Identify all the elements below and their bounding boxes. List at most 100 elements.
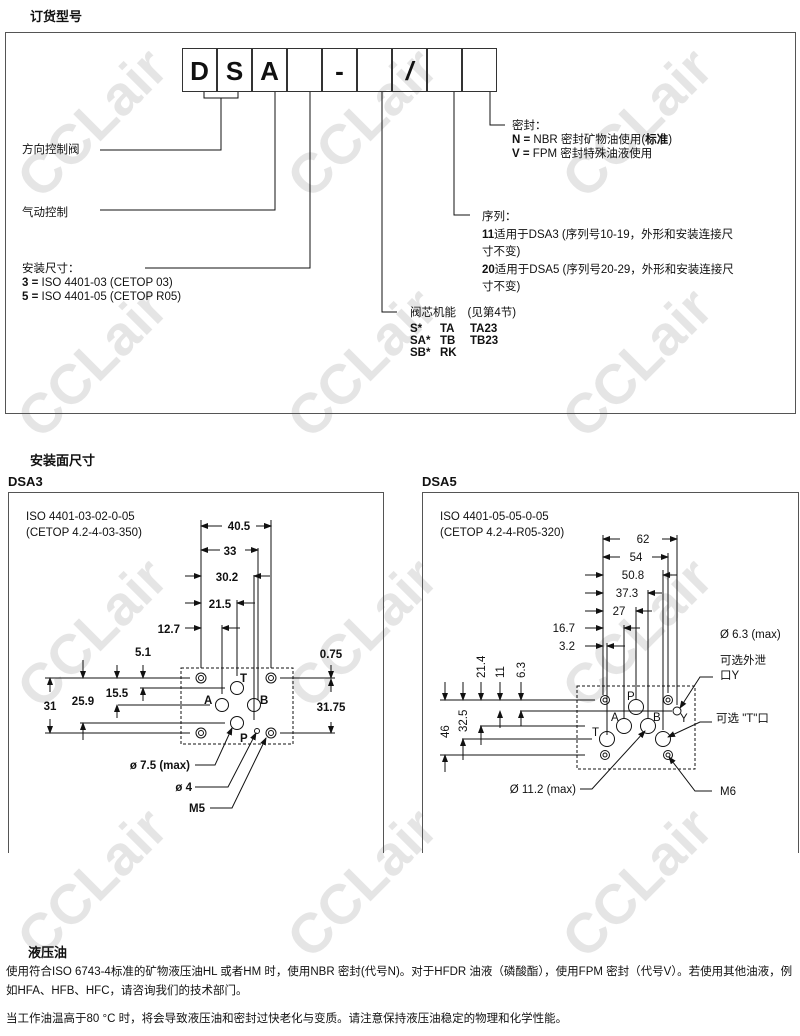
callout-label: Ø 11.2 (max) <box>510 784 576 796</box>
callout-label: 可选外泄 <box>720 653 766 667</box>
dim-label: 32.5 <box>458 710 470 732</box>
mounting-hole <box>663 750 673 760</box>
option-text: 寸不变) <box>482 246 521 258</box>
dim-label: 31 <box>44 701 57 713</box>
code-box: / <box>392 48 427 92</box>
dsa3-standard: ISO 4401-03-02-0-05 <box>26 511 135 523</box>
mounting-size: 安装尺寸： 3 = ISO 4401-03 (CETOP 03) 5 = ISO… <box>22 262 181 304</box>
seal-label: 密封： <box>512 120 547 132</box>
dim-label: 6.3 <box>516 662 528 678</box>
dim-label: 3.2 <box>559 641 575 653</box>
ordering-frame <box>5 32 796 414</box>
callout-label: M6 <box>720 786 736 798</box>
hydraulic-fluid-title: 液压油 <box>28 945 68 960</box>
dsa5-outline <box>576 685 696 770</box>
spool-code: TA <box>440 323 455 335</box>
dim-label: 0.75 <box>320 649 343 661</box>
code-box: D <box>182 48 217 92</box>
port-label: T <box>240 673 247 685</box>
code-box <box>287 48 322 92</box>
mounting-hole <box>265 672 277 684</box>
dsa5-standard: ISO 4401-05-05-0-05 <box>440 511 549 523</box>
mounting-hole <box>195 672 207 684</box>
port-label: A <box>611 712 619 724</box>
spool-code: SA* <box>410 335 431 347</box>
option-key: 3 = <box>22 277 39 289</box>
mounting-size-label: 安装尺寸： <box>22 263 80 275</box>
option-text: ISO 4401-05 (CETOP R05) <box>38 291 182 303</box>
spool-label: 阀芯机能 (见第4节) <box>410 307 517 319</box>
dsa5-dimension-lines <box>440 535 713 792</box>
dsa3-labels: 40.5 33 30.2 21.5 12.7 5.1 15.5 25.9 31 … <box>44 521 346 815</box>
spool-grid: S* TA TA23 SA* TB TB23 SB* RK <box>410 323 516 359</box>
dim-label: 21.4 <box>476 655 488 678</box>
code-box <box>462 48 497 92</box>
dsa5-title: DSA5 <box>422 474 457 489</box>
spool-code: RK <box>440 347 457 359</box>
locating-pin-hole <box>254 728 260 734</box>
dsa3-cetop: (CETOP 4.2-4-03-350) <box>26 527 142 539</box>
port-p <box>230 716 244 730</box>
dim-label: 46 <box>440 725 452 738</box>
spool-code: TB <box>440 335 456 347</box>
ordering-title: 订货型号 <box>30 9 83 24</box>
dim-label: 37.3 <box>616 588 638 600</box>
dim-label: 15.5 <box>106 688 129 700</box>
port-label: P <box>240 733 248 745</box>
dsa5-ports <box>599 695 682 760</box>
callout-label: 可选 "T"口 <box>716 712 769 725</box>
port-a <box>616 718 632 734</box>
dsa3-ports <box>195 672 277 739</box>
dim-label: 16.7 <box>553 623 575 635</box>
option-text: ) <box>668 134 673 146</box>
mounting-hole <box>663 695 673 705</box>
dim-label: 27 <box>613 606 626 618</box>
port-a <box>215 698 229 712</box>
dsa5-frame <box>422 492 799 853</box>
port-label: B <box>260 695 268 707</box>
port-label: Y <box>680 713 688 725</box>
option-key: 20 <box>482 263 495 276</box>
dim-label: 62 <box>637 534 650 546</box>
code-box <box>427 48 462 92</box>
mounting-hole <box>600 750 610 760</box>
dsa5-drawing: ISO 4401-05-05-0-05 (CETOP 4.2-4-R05-320… <box>440 511 781 798</box>
port-t <box>599 731 615 747</box>
option-key: 11 <box>482 228 495 241</box>
dsa3-frame <box>8 492 384 853</box>
dim-label: 54 <box>630 552 643 564</box>
spool-code: TA23 <box>470 323 498 335</box>
mounting-hole <box>195 727 207 739</box>
mounting-hole <box>600 695 610 705</box>
callout-label: Ø 6.3 (max) <box>720 629 781 641</box>
mounting-surface-title: 安装面尺寸 <box>30 453 96 468</box>
code-box: - <box>322 48 357 92</box>
dim-label: 31.75 <box>317 702 346 714</box>
port-t <box>230 681 244 695</box>
spool-code: SB* <box>410 347 431 359</box>
callout-label: 口Y <box>720 670 739 682</box>
port-y <box>672 706 682 716</box>
hydraulic-fluid-paragraph-1: 使用符合ISO 6743-4标准的矿物液压油HL 或者HM 时，使用NBR 密封… <box>6 966 793 997</box>
option-text: NBR 密封矿物油使用( <box>530 134 646 146</box>
code-box: S <box>217 48 252 92</box>
standard-tag: 标准 <box>645 134 669 146</box>
port-b <box>640 718 656 734</box>
option-text: 寸不变) <box>482 281 521 293</box>
port-t-optional <box>655 731 671 747</box>
ordering-leader-lines <box>100 92 505 313</box>
port-label: A <box>204 695 212 707</box>
dim-label: 30.2 <box>216 572 238 584</box>
dim-label: 21.5 <box>209 599 232 611</box>
mounting-hole <box>265 727 277 739</box>
dim-label: 25.9 <box>72 696 94 708</box>
option-text: ISO 4401-03 (CETOP 03) <box>38 277 173 289</box>
dsa3-title: DSA3 <box>8 474 43 489</box>
pneumatic-control-label: 气动控制 <box>22 207 68 219</box>
dsa5-cetop: (CETOP 4.2-4-R05-320) <box>440 527 564 539</box>
dim-label: 5.1 <box>135 647 152 659</box>
code-box: A <box>252 48 287 92</box>
dim-label: 11 <box>495 666 507 678</box>
option-text: FPM 密封特殊油液使用 <box>529 148 653 160</box>
